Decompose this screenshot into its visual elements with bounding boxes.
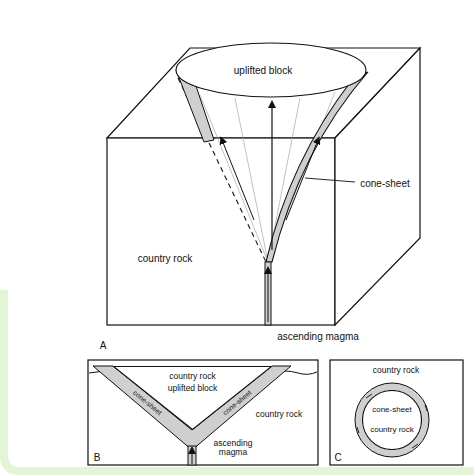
part-label: country rock: [256, 410, 302, 419]
panel-letter: A: [100, 340, 107, 351]
label-text: country rock: [169, 372, 215, 381]
part-label: ascending magma: [277, 331, 359, 342]
part-label: ascending magma: [208, 439, 258, 458]
cone-sheet-band: [93, 366, 291, 450]
ring-outer-edge: [355, 383, 429, 457]
cone-sheet-ring: [359, 387, 426, 454]
part-label: cone-sheet: [360, 178, 409, 189]
feeder-dyke: [188, 446, 196, 465]
feeder-dyke: [265, 262, 271, 325]
label-text: uplifted block: [168, 384, 218, 393]
label-text: country rock: [370, 426, 414, 435]
funnel-lines: [200, 92, 335, 262]
panel-c: [330, 360, 463, 465]
part-label: cone-sheet: [372, 406, 412, 415]
magma-arrow: [192, 450, 193, 464]
part-label: country rock: [138, 253, 192, 264]
inner-country-rock: country rock: [362, 390, 422, 450]
uplifted-block-ellipse: uplifted block: [175, 42, 367, 98]
leader-line: [305, 178, 355, 182]
cone-sheet-band: [266, 72, 368, 262]
panel-letter: B: [94, 452, 101, 463]
part-label: country rock: [373, 366, 419, 375]
panel-b: [88, 360, 318, 465]
inner-country-rock-outline: [362, 390, 422, 450]
slip-arrow: [286, 140, 318, 220]
label-text: uplifted block: [234, 65, 292, 76]
slip-arrow: [222, 140, 254, 220]
uplift-arrow: [271, 104, 272, 250]
magma-arrow: [268, 270, 269, 322]
panel-letter: C: [334, 452, 341, 463]
